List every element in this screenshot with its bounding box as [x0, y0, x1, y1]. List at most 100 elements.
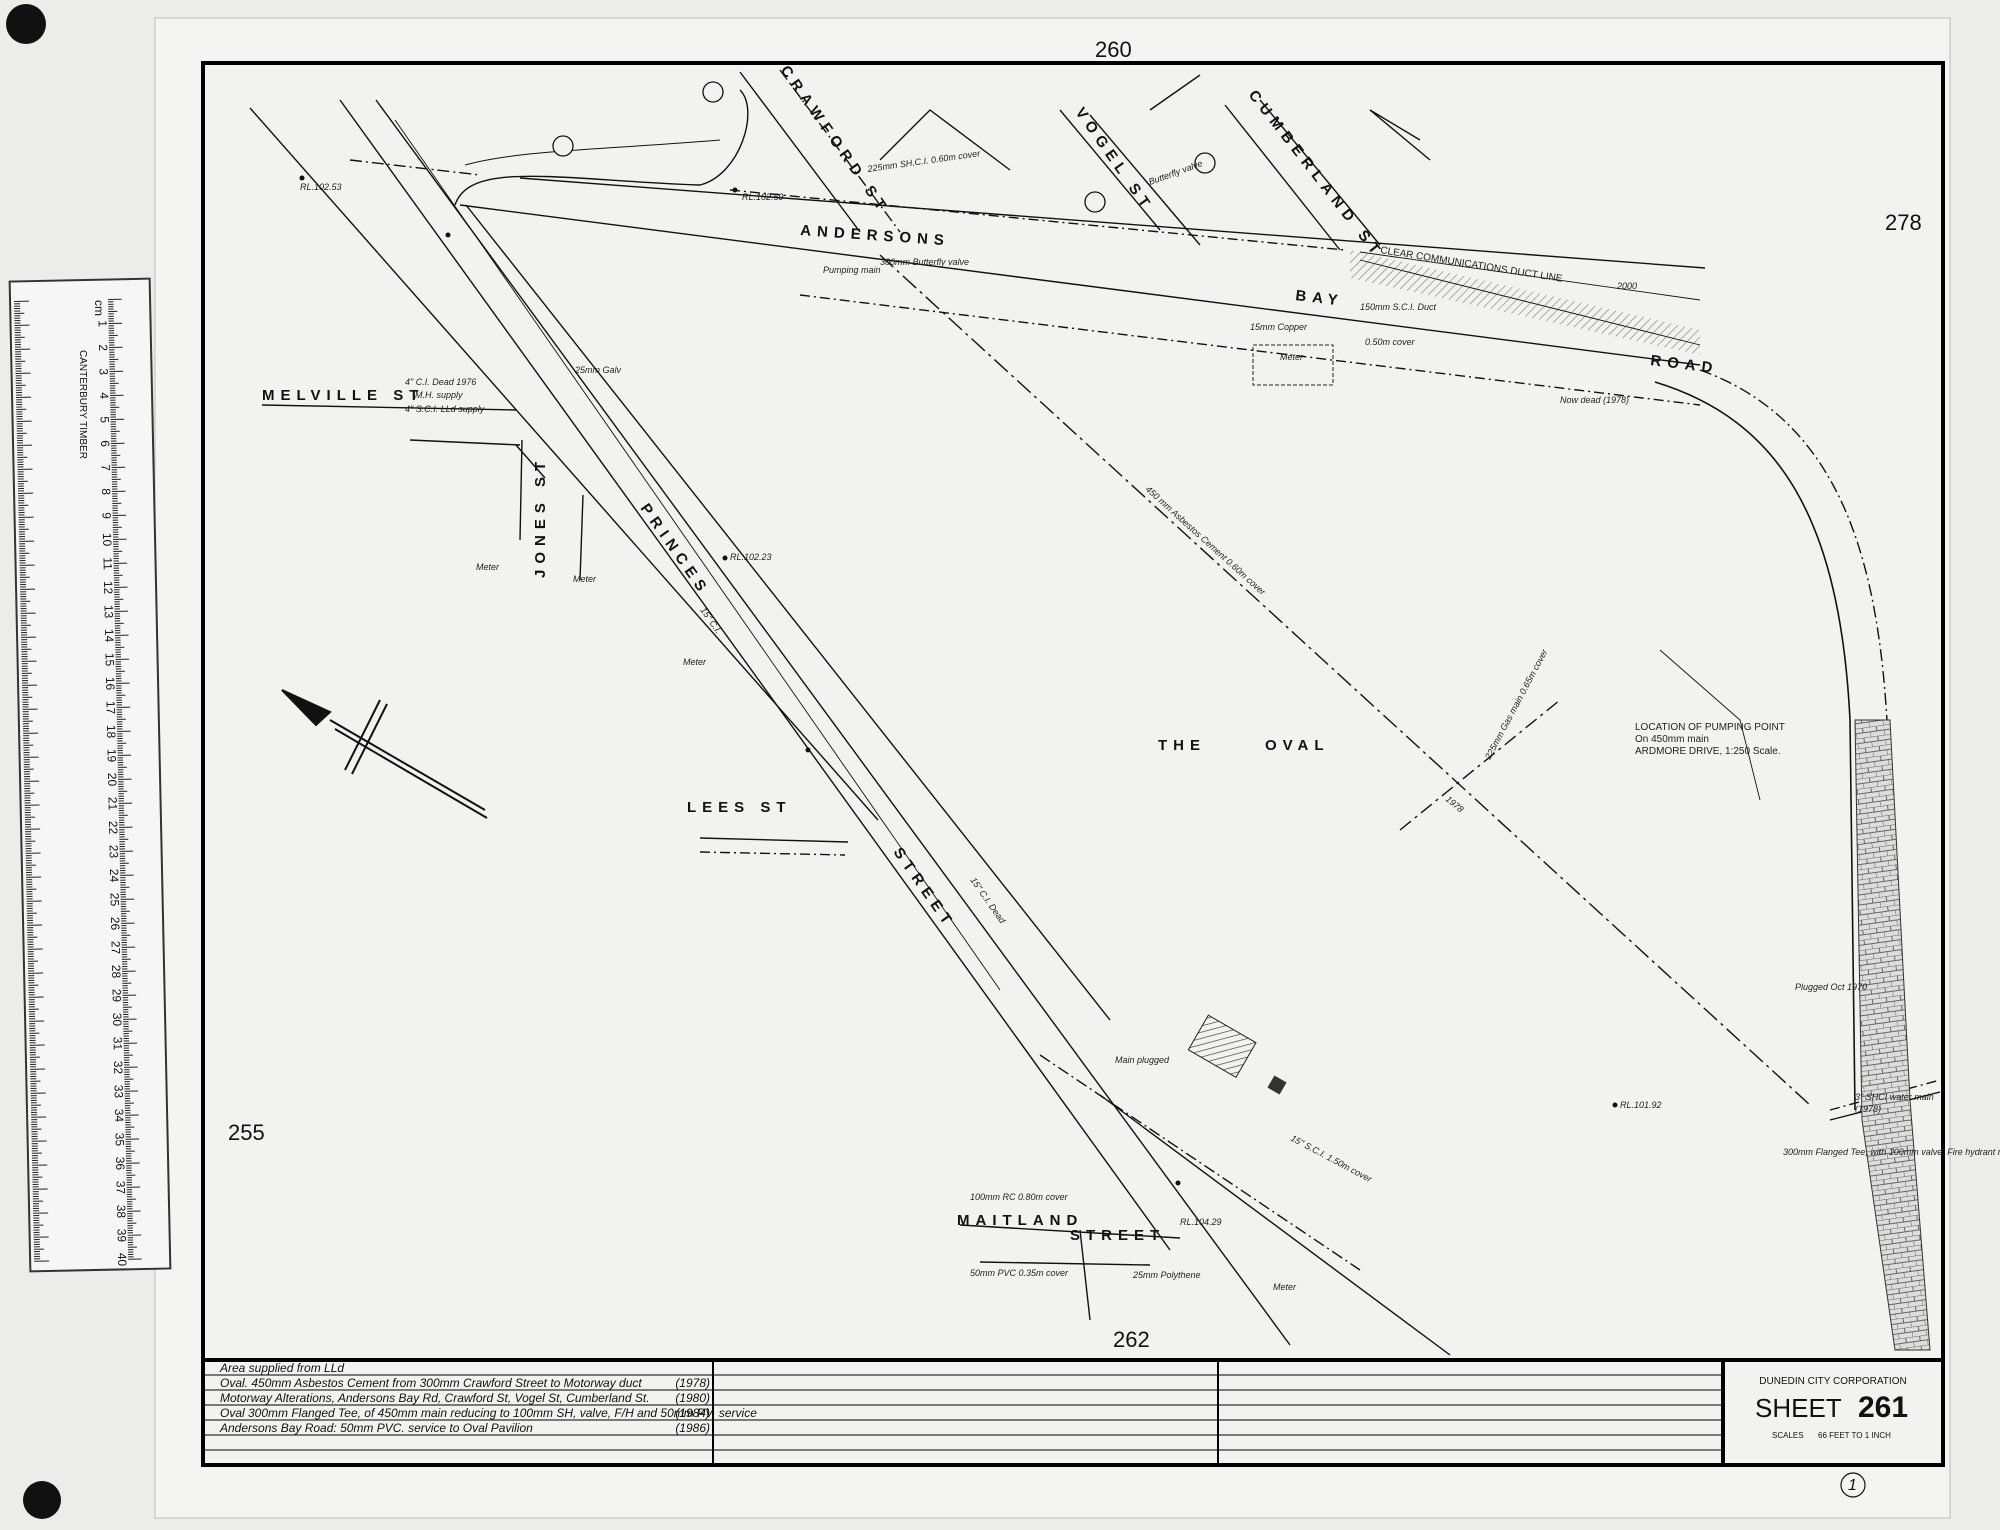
ci-dead-1976-label: 4" C.I. Dead 1976	[405, 377, 476, 387]
ruler-cm-number: 23	[106, 845, 120, 859]
ruler-cm-number: 32	[111, 1061, 125, 1075]
ruler-cm-number: 30	[110, 1013, 124, 1027]
street-maitland-street: STREET	[1070, 1227, 1165, 1244]
valve-markers	[552, 81, 1216, 213]
title-block-year: (1980)	[675, 1391, 710, 1405]
ruler-cm-number: 4	[97, 392, 111, 399]
meter-label-4: Meter	[1280, 352, 1304, 362]
ruler-cm-number: 11	[100, 557, 114, 570]
ruler-cm-number: 8	[99, 488, 113, 495]
adjacent-sheet-south: 262	[1113, 1327, 1150, 1352]
ruler-cm-label: cm	[92, 300, 106, 316]
m300-label: 300mm Butterfly valve	[880, 257, 969, 267]
sheet-scale-label: SCALES	[1772, 1431, 1804, 1440]
meter-label-3: Meter	[683, 657, 707, 667]
title-block-year: (1986)	[675, 1421, 710, 1435]
copper-label: 15mm Copper	[1250, 322, 1308, 332]
ruler: 1234567891011121314151617181920212223242…	[8, 277, 172, 1273]
ruler-cm-number: 35	[113, 1133, 127, 1147]
rl-label-5: RL.101.92	[1620, 1100, 1662, 1110]
ruler-cm-number: 29	[109, 989, 123, 1003]
ruler-cm-number: 27	[108, 941, 122, 955]
duct-hatch	[1350, 250, 1700, 355]
ruler-cm-number: 19	[104, 749, 118, 763]
title-block-entry: Andersons Bay Road: 50mm PVC. service to…	[219, 1421, 533, 1435]
meter-label-2: Meter	[573, 574, 597, 584]
rl-label-4: RL.104.29	[1180, 1217, 1222, 1227]
sheet-number: 261	[1858, 1391, 1908, 1424]
ruler-cm-number: 39	[115, 1229, 129, 1243]
ruler-cm-number: 20	[105, 773, 119, 787]
ruler-cm-number: 33	[111, 1085, 125, 1099]
new-dead-label: Now dead (1978)	[1560, 395, 1629, 405]
street-maitland: MAITLAND	[957, 1212, 1083, 1229]
sci-ll-label: 4" S.C.I. LLd supply	[405, 404, 485, 414]
ruler-cm-number: 14	[102, 629, 116, 643]
water-main-label-a: 3" SHCI water main	[1855, 1092, 1934, 1102]
adjacent-sheet-west: 255	[228, 1120, 265, 1145]
title-block-entry: Oval. 450mm Asbestos Cement from 300mm C…	[220, 1376, 642, 1390]
punch-hole-top	[6, 4, 46, 44]
main-plugged-label: Main plugged	[1115, 1055, 1170, 1065]
label-oval: OVAL	[1265, 737, 1330, 754]
rc100-label: 100mm RC 0.80m cover	[970, 1192, 1069, 1202]
title-block-entry: Motorway Alterations, Andersons Bay Rd, …	[220, 1391, 650, 1405]
ruler-cm-number: 13	[101, 605, 115, 619]
adjacent-sheet-east: 278	[1885, 210, 1922, 235]
ruler-cm-number: 10	[100, 533, 114, 547]
sheet-organisation: DUNEDIN CITY CORPORATION	[1759, 1376, 1906, 1387]
ruler-cm-number: 38	[114, 1205, 128, 1219]
m150-label: 150mm S.C.I. Duct	[1360, 302, 1437, 312]
pumping-point-line1: LOCATION OF PUMPING POINT	[1635, 722, 1785, 733]
ruler-cm-number: 1	[95, 320, 109, 327]
building-hatch	[1187, 1014, 1257, 1079]
ruler-cm-number: 17	[103, 701, 117, 715]
meter-label-1: Meter	[476, 562, 500, 572]
valve-marker-icon	[1194, 152, 1216, 174]
title-block-year: (1978)	[675, 1376, 710, 1390]
street-jones: JONES ST	[532, 456, 549, 578]
title-block	[203, 1360, 1725, 1465]
ruler-maker: CANTERBURY TIMBER	[77, 350, 88, 459]
title-block-entry: Oval 300mm Flanged Tee, of 450mm main re…	[220, 1406, 757, 1420]
ruler-cm-number: 12	[101, 581, 115, 595]
page-mark-circle	[1840, 1472, 1866, 1498]
ruler-cm-number: 5	[97, 416, 111, 423]
sheet-scale-value: 66 FEET TO 1 INCH	[1818, 1431, 1891, 1440]
ruler-cm-number: 37	[114, 1181, 128, 1195]
rl-label-2: RL.102.59	[742, 192, 784, 202]
north-arrow-icon	[281, 689, 488, 819]
map-frame	[201, 61, 1945, 1467]
ruler-cm-number: 3	[96, 368, 110, 375]
pumping-main-label: Pumping main	[823, 265, 881, 275]
ruler-cm-number: 26	[108, 917, 122, 931]
water-main-label-b: (1978)	[1855, 1104, 1881, 1114]
ruler-cm-number: 24	[107, 869, 121, 883]
ruler-cm-number: 31	[110, 1037, 124, 1051]
page-mark: 1	[1848, 1477, 1857, 1494]
galv-label: 25mm Galv	[574, 365, 622, 375]
ruler-cm-number: 22	[106, 821, 120, 835]
street-lees: LEES ST	[687, 799, 792, 816]
ruler-cm-number: 2	[96, 344, 110, 351]
rl-label-1: RL.102.53	[300, 182, 342, 192]
label-the: THE	[1158, 737, 1206, 754]
flanged-label: 300mm Flanged Tee, with 100mm valve, Fir…	[1783, 1147, 2000, 1157]
ruler-cm-number: 21	[105, 797, 119, 811]
pumping-point-line2: On 450mm main	[1635, 734, 1709, 745]
poly-label: 25mm Polythene	[1132, 1270, 1201, 1280]
punch-hole-bottom	[23, 1481, 61, 1519]
title-block-year: (1984)	[675, 1406, 710, 1420]
mh-supply-label: M.H. supply	[415, 390, 463, 400]
rl-label-3: RL.102.23	[730, 552, 772, 562]
brick-wall	[1854, 719, 1931, 1351]
ruler-cm-number: 25	[107, 893, 121, 907]
cover-label: 0.50m cover	[1365, 337, 1416, 347]
ruler-cm-number: 36	[113, 1157, 127, 1171]
survey-points	[299, 175, 1618, 1186]
valve-marker-icon	[702, 81, 724, 103]
plugged-label: Plugged Oct 1970	[1795, 982, 1867, 992]
ruler-cm-number: 40	[115, 1253, 129, 1267]
